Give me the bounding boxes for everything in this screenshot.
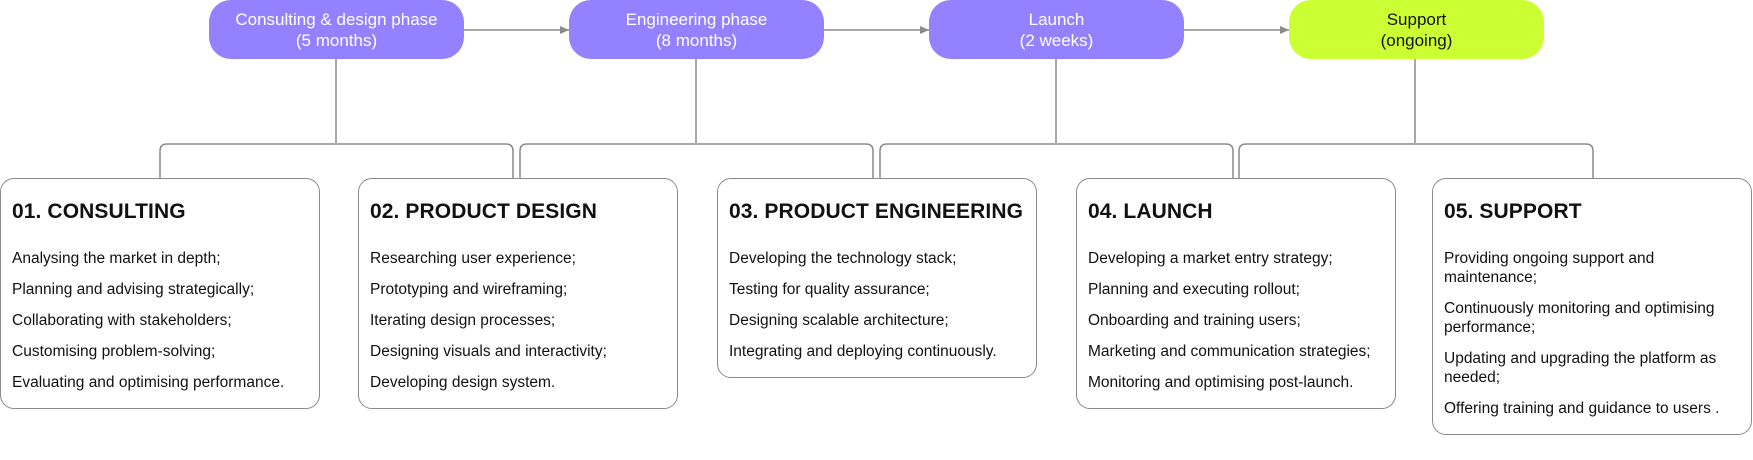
stage-item: Designing visuals and interactivity; bbox=[370, 343, 607, 360]
phase-engineering: Engineering phase (8 months) bbox=[569, 0, 824, 59]
stage-item: Evaluating and optimising performance. bbox=[12, 374, 285, 391]
stage-card-launch: 04. LAUNCH Developing a market entry str… bbox=[1076, 178, 1396, 409]
stage-item: Researching user experience; bbox=[370, 250, 576, 267]
stage-item: Analysing the market in depth; bbox=[12, 250, 221, 267]
stage-item: Designing scalable architecture; bbox=[729, 312, 949, 329]
stage-item: Iterating design processes; bbox=[370, 312, 556, 329]
stage-item: Collaborating with stakeholders; bbox=[12, 312, 232, 329]
bracket-phase-3 bbox=[879, 143, 1234, 178]
phase-label: Engineering phase bbox=[625, 9, 768, 29]
stage-item: Providing ongoing support and maintenanc… bbox=[1444, 250, 1655, 286]
phase-label: Launch bbox=[1028, 9, 1085, 29]
stage-item: Monitoring and optimising post-launch. bbox=[1088, 374, 1354, 391]
stage-item: Prototyping and wireframing; bbox=[370, 281, 568, 298]
stage-title: 01. CONSULTING bbox=[12, 200, 186, 223]
stage-item: Customising problem-solving; bbox=[12, 343, 216, 360]
phase-duration: (8 months) bbox=[655, 30, 738, 50]
stage-item: Updating and upgrading the platform as n… bbox=[1444, 350, 1717, 386]
stage-item: Planning and executing rollout; bbox=[1088, 281, 1300, 298]
stage-item: Developing design system. bbox=[370, 374, 556, 391]
phase-duration: (2 weeks) bbox=[1019, 30, 1094, 50]
stage-item-list: Analysing the market in depth; Planning … bbox=[12, 249, 309, 392]
stage-card-consulting: 01. CONSULTING Analysing the market in d… bbox=[0, 178, 320, 409]
stage-title: 02. PRODUCT DESIGN bbox=[370, 200, 598, 223]
stage-card-product-design: 02. PRODUCT DESIGN Researching user expe… bbox=[358, 178, 678, 409]
stage-item: Marketing and communication strategies; bbox=[1088, 343, 1371, 360]
bracket-phase-1 bbox=[159, 143, 514, 178]
stage-card-support: 05. SUPPORT Providing ongoing support an… bbox=[1432, 178, 1752, 435]
stage-title: 04. LAUNCH bbox=[1088, 200, 1213, 223]
bracket-phase-4 bbox=[1238, 143, 1594, 178]
stage-title: 05. SUPPORT bbox=[1444, 200, 1582, 223]
stage-item-list: Providing ongoing support and maintenanc… bbox=[1444, 249, 1741, 418]
stage-item-list: Researching user experience; Prototyping… bbox=[370, 249, 667, 392]
phase-duration: (ongoing) bbox=[1380, 30, 1453, 50]
stage-title: 03. PRODUCT ENGINEERING bbox=[729, 200, 1024, 223]
phase-launch: Launch (2 weeks) bbox=[929, 0, 1184, 59]
phase-support: Support (ongoing) bbox=[1289, 0, 1544, 59]
stage-item: Developing a market entry strategy; bbox=[1088, 250, 1333, 267]
stage-item: Onboarding and training users; bbox=[1088, 312, 1301, 329]
bracket-phase-2 bbox=[519, 143, 874, 178]
stage-item: Integrating and deploying continuously. bbox=[729, 343, 997, 360]
phase-consulting-design: Consulting & design phase (5 months) bbox=[209, 0, 464, 59]
stage-item: Continuously monitoring and optimising p… bbox=[1444, 300, 1715, 336]
stage-item-list: Developing a market entry strategy; Plan… bbox=[1088, 249, 1385, 392]
stage-item-list: Developing the technology stack; Testing… bbox=[729, 249, 1026, 361]
stage-item: Offering training and guidance to users … bbox=[1444, 400, 1720, 417]
stage-item: Testing for quality assurance; bbox=[729, 281, 930, 298]
stage-item: Developing the technology stack; bbox=[729, 250, 957, 267]
stage-item: Planning and advising strategically; bbox=[12, 281, 255, 298]
phase-label: Consulting & design phase bbox=[235, 9, 438, 29]
phase-duration: (5 months) bbox=[295, 30, 378, 50]
stage-card-product-engineering: 03. PRODUCT ENGINEERING Developing the t… bbox=[717, 178, 1037, 378]
phase-label: Support bbox=[1386, 9, 1447, 29]
